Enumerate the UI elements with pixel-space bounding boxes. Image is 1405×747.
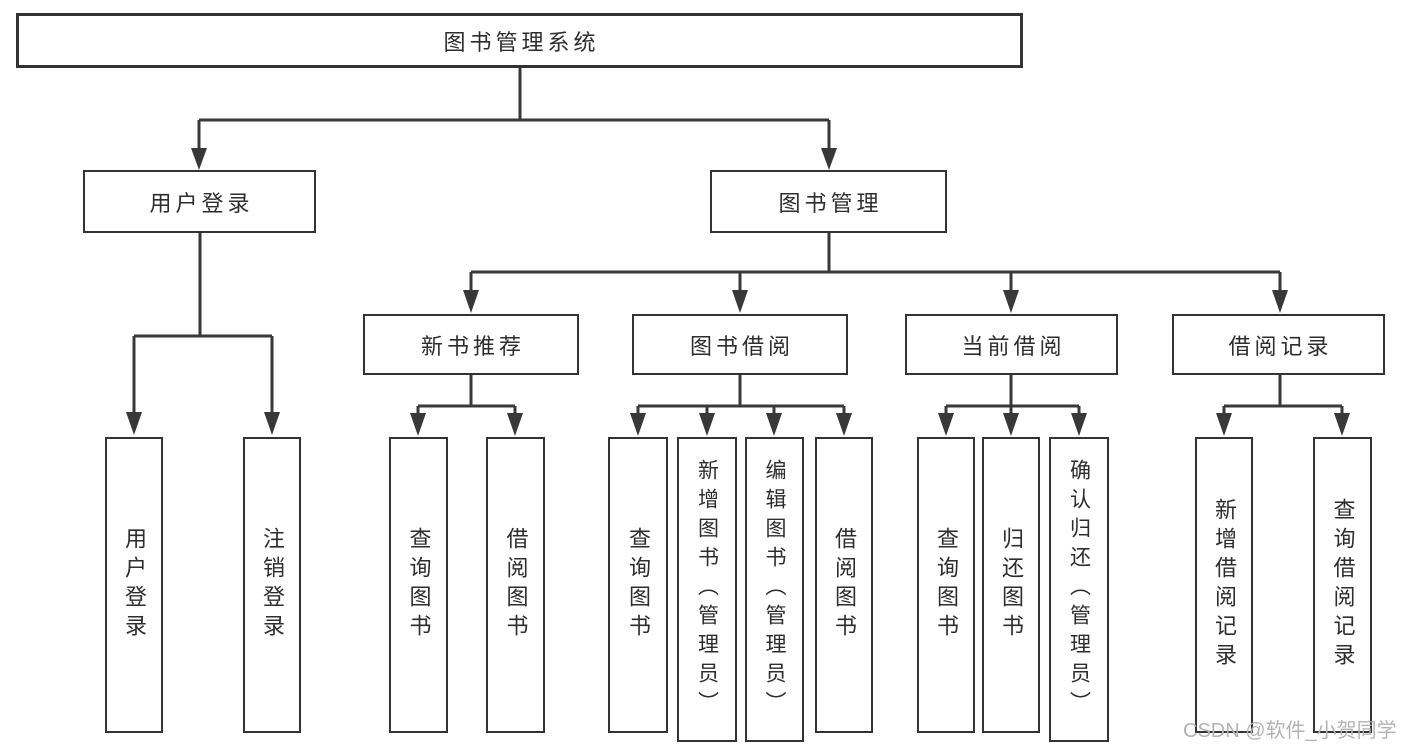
node-label: 注销登录 — [260, 527, 285, 643]
arrowhead — [1071, 413, 1087, 436]
arrowhead — [836, 413, 852, 436]
node-label: 归还图书 — [999, 527, 1024, 643]
leaf-borrow-books: 借阅图书 — [815, 437, 873, 733]
node-label: 新增借阅记录 — [1212, 498, 1237, 672]
node-label: 用户登录 — [149, 190, 254, 216]
connector-book-borrow-children — [636, 375, 846, 415]
node-label: 新增图书（管理员） — [695, 459, 719, 720]
arrowhead — [699, 413, 715, 436]
node-label: 图书管理系统 — [443, 29, 600, 55]
node-label: 新书推荐 — [420, 333, 525, 359]
node-borrowing-records: 借阅记录 — [1172, 314, 1385, 375]
node-label: 查询图书 — [934, 527, 959, 643]
node-new-book-recommend: 新书推荐 — [363, 314, 579, 375]
node-label: 编辑图书（管理员） — [763, 459, 786, 720]
leaf-confirm-return-admin: 确认归还（管理员） — [1049, 437, 1109, 742]
node-label: 确认归还（管理员） — [1067, 459, 1091, 720]
leaf-query-books-current: 查询图书 — [917, 437, 975, 733]
arrowhead — [732, 290, 748, 313]
arrowhead — [1272, 290, 1288, 313]
node-book-borrowing: 图书借阅 — [632, 314, 848, 375]
node-user-login: 用户登录 — [83, 170, 316, 233]
arrowhead — [766, 413, 782, 436]
node-label: 借阅记录 — [1228, 333, 1333, 359]
arrowhead — [821, 148, 837, 170]
node-label: 查询图书 — [626, 527, 651, 643]
leaf-logout: 注销登录 — [243, 437, 301, 733]
leaf-return-books: 归还图书 — [982, 437, 1040, 733]
leaf-query-books-borrowing: 查询图书 — [608, 437, 668, 733]
arrowhead — [1003, 290, 1019, 313]
arrowhead — [507, 413, 523, 436]
connector-user-login-children — [132, 233, 274, 414]
node-label: 查询借阅记录 — [1330, 498, 1356, 672]
arrowhead — [630, 413, 646, 436]
arrowhead — [1003, 413, 1019, 436]
node-label: 查询图书 — [406, 527, 432, 643]
arrowhead — [410, 413, 426, 436]
node-current-borrowing: 当前借阅 — [905, 314, 1118, 375]
leaf-query-books-recommend: 查询图书 — [389, 437, 448, 733]
leaf-add-books-admin: 新增图书（管理员） — [677, 437, 737, 742]
arrowhead — [1334, 413, 1350, 436]
arrowhead — [126, 412, 142, 435]
arrowhead — [1216, 413, 1232, 436]
node-system-root: 图书管理系统 — [16, 13, 1023, 68]
connector-root-to-level2 — [197, 68, 831, 150]
node-label: 用户登录 — [122, 527, 147, 643]
csdn-watermark: CSDN @软件_小贺同学 — [1183, 720, 1397, 742]
leaf-user-login: 用户登录 — [105, 437, 163, 733]
connector-new-book-children — [416, 375, 517, 415]
leaf-query-borrow-record: 查询借阅记录 — [1313, 437, 1372, 733]
node-book-management: 图书管理 — [710, 170, 947, 233]
node-label: 借阅图书 — [503, 527, 529, 643]
connector-current-borrow-children — [944, 375, 1081, 415]
node-label: 图书借阅 — [689, 333, 794, 359]
node-label: 图书管理 — [778, 190, 883, 216]
arrowhead — [191, 148, 207, 170]
leaf-edit-books-admin: 编辑图书（管理员） — [745, 437, 804, 742]
connector-borrow-record-children — [1222, 375, 1344, 415]
node-label: 当前借阅 — [961, 333, 1066, 359]
node-label: 借阅图书 — [832, 527, 857, 643]
arrowhead — [264, 412, 280, 435]
leaf-borrow-books-recommend: 借阅图书 — [486, 437, 545, 733]
leaf-add-borrow-record: 新增借阅记录 — [1195, 437, 1253, 733]
arrowhead — [938, 413, 954, 436]
arrowhead — [463, 290, 479, 313]
connector-book-mgmt-children — [469, 233, 1282, 292]
